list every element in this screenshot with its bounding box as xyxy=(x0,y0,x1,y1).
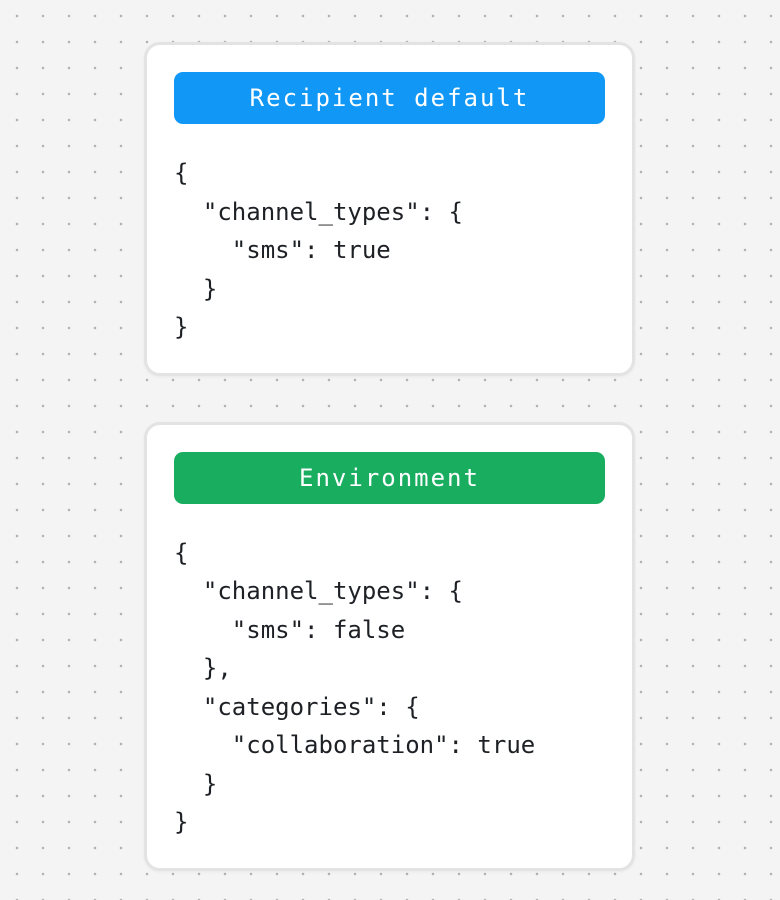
card-environment: Environment { "channel_types": { "sms": … xyxy=(144,421,635,871)
card-recipient-default: Recipient default { "channel_types": { "… xyxy=(144,42,635,376)
environment-header-badge: Environment xyxy=(174,451,605,504)
recipient-default-header-badge: Recipient default xyxy=(174,72,605,124)
recipient-default-json-code: { "channel_types": { "sms": true } } xyxy=(174,159,463,341)
dot-grid-canvas: Recipient default { "channel_types": { "… xyxy=(144,42,635,871)
environment-json-code: { "channel_types": { "sms": false }, "ca… xyxy=(174,538,536,837)
